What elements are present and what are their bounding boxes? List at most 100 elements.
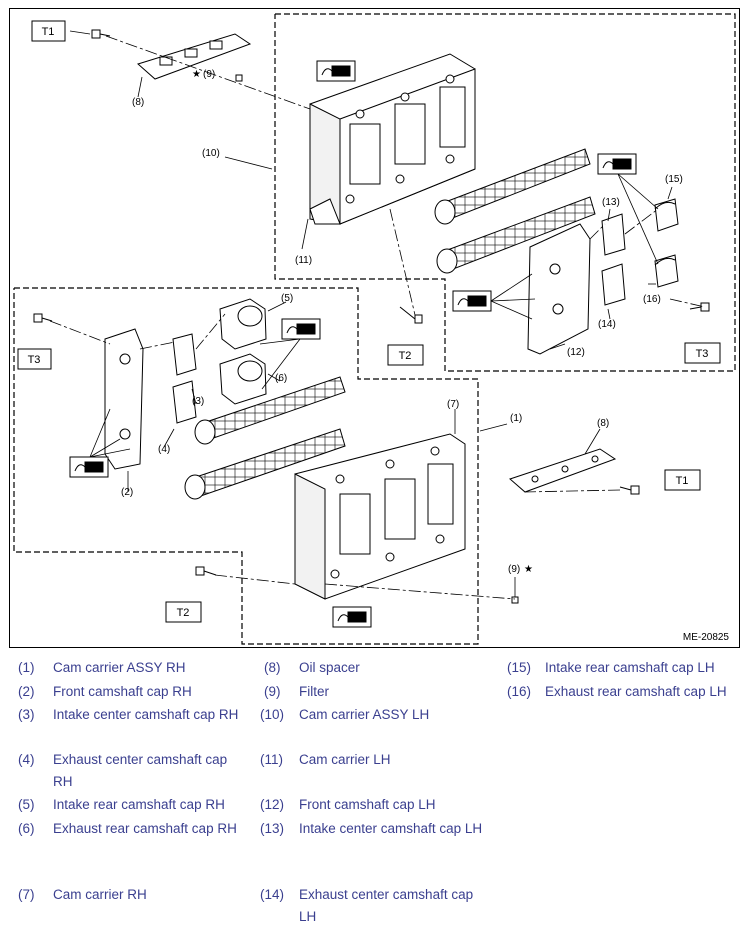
diagram-canvas: T1 T3 T2 T3 T1 T2 bbox=[13, 13, 736, 645]
legend-num: (11) bbox=[260, 752, 284, 767]
callout-7: (7) bbox=[447, 399, 459, 410]
legend-item: (16) Exhaust rear camshaft cap LH bbox=[507, 681, 747, 703]
grease-icon bbox=[69, 456, 109, 478]
tag-t2-bottom-label: T2 bbox=[177, 607, 190, 619]
callout-6: (6) bbox=[275, 373, 287, 384]
legend-item: (3) Intake center camshaft cap RH bbox=[18, 704, 243, 726]
legend-num: (12) bbox=[260, 797, 285, 812]
leader-lines bbox=[69, 30, 673, 597]
legend-text: Front camshaft cap LH bbox=[299, 797, 436, 812]
legend-text: Intake rear camshaft cap RH bbox=[53, 797, 225, 812]
legend-item: (4) Exhaust center camshaft cap RH bbox=[18, 749, 250, 793]
camshafts-lh bbox=[434, 148, 596, 274]
callout-12: (12) bbox=[567, 347, 585, 358]
tag-t3-right: T3 bbox=[684, 342, 721, 364]
star-9-rh: ★ bbox=[524, 564, 533, 575]
tag-t2-bottom: T2 bbox=[165, 601, 202, 623]
grease-icon bbox=[281, 318, 321, 340]
legend-num: (5) bbox=[18, 797, 35, 812]
legend-num: (16) bbox=[507, 684, 532, 699]
legend-text: Exhaust rear camshaft cap LH bbox=[545, 684, 727, 699]
legend-item: (5) Intake rear camshaft cap RH bbox=[18, 794, 258, 816]
callout-2: (2) bbox=[121, 487, 133, 498]
callout-9-rh: (9) bbox=[508, 564, 520, 575]
legend-text: Filter bbox=[299, 684, 329, 699]
tag-t3-left: T3 bbox=[17, 348, 52, 370]
callout-8-top: (8) bbox=[132, 97, 144, 108]
legend-item: (12) Front camshaft cap LH bbox=[260, 794, 500, 816]
callout-1: (1) bbox=[510, 413, 522, 424]
tag-t1-top-label: T1 bbox=[42, 26, 55, 38]
legend-item: (8) Oil spacer bbox=[264, 657, 504, 679]
tag-t1-right: T1 bbox=[664, 469, 701, 491]
legend-text: Intake center camshaft cap RH bbox=[53, 707, 239, 722]
legend-num: (10) bbox=[260, 707, 285, 722]
center-caps-lh bbox=[601, 213, 626, 306]
legend-text: Oil spacer bbox=[299, 660, 360, 675]
grease-arrows bbox=[89, 173, 659, 458]
tag-t3-left-label: T3 bbox=[28, 354, 41, 366]
callout-14: (14) bbox=[598, 319, 616, 330]
callout-9-top: (9) bbox=[203, 69, 215, 80]
tag-t2-mid: T2 bbox=[387, 344, 424, 366]
callout-15: (15) bbox=[665, 174, 683, 185]
callout-4: (4) bbox=[158, 444, 170, 455]
front-cap-rh bbox=[104, 328, 144, 470]
center-caps-rh bbox=[172, 333, 197, 424]
legend-num: (4) bbox=[18, 752, 35, 767]
legend-num: (15) bbox=[507, 660, 532, 675]
legend-num: (2) bbox=[18, 684, 35, 699]
legend-item: (14) Exhaust center camshaft cap LH bbox=[260, 884, 492, 928]
cam-carrier-rh bbox=[294, 433, 466, 600]
tag-t1-right-label: T1 bbox=[676, 475, 689, 487]
callout-16: (16) bbox=[643, 294, 661, 305]
legend-num: (9) bbox=[264, 684, 281, 699]
tag-t1-top: T1 bbox=[31, 20, 66, 42]
grease-icon bbox=[597, 153, 637, 175]
legend-item: (10) Cam carrier ASSY LH bbox=[260, 704, 500, 726]
callout-8-rh: (8) bbox=[597, 418, 609, 429]
grease-icon bbox=[452, 290, 492, 312]
legend-item: (13) Intake center camshaft cap LH bbox=[260, 818, 505, 840]
lh-assembly-outline bbox=[274, 13, 736, 372]
callout-10: (10) bbox=[202, 148, 220, 159]
guide-lines bbox=[49, 35, 706, 600]
legend-num: (7) bbox=[18, 887, 35, 902]
legend-text: Cam carrier ASSY RH bbox=[53, 660, 186, 675]
legend-num: (6) bbox=[18, 821, 35, 836]
legend-text: Intake center camshaft cap LH bbox=[299, 821, 483, 836]
legend-item: (7) Cam carrier RH bbox=[18, 884, 258, 906]
grease-icon bbox=[316, 60, 356, 82]
legend-item: (9) Filter bbox=[264, 681, 504, 703]
legend-text: Cam carrier LH bbox=[299, 752, 391, 767]
callout-3: (3) bbox=[192, 396, 204, 407]
legend-num: (8) bbox=[264, 660, 281, 675]
legend-item: (6) Exhaust rear camshaft cap RH bbox=[18, 818, 263, 840]
legend-num: (14) bbox=[260, 887, 285, 902]
legend-text: Intake rear camshaft cap LH bbox=[545, 660, 715, 675]
camshafts-rh bbox=[184, 376, 346, 500]
legend-item: (11) Cam carrier LH bbox=[260, 749, 500, 771]
legend-item: (1) Cam carrier ASSY RH bbox=[18, 657, 258, 679]
legend-item: (15) Intake rear camshaft cap LH bbox=[507, 657, 747, 679]
callout-11: (11) bbox=[295, 255, 312, 266]
parts-legend: (1) Cam carrier ASSY RH (2) Front camsha… bbox=[0, 652, 749, 931]
legend-text: Front camshaft cap RH bbox=[53, 684, 192, 699]
callout-13: (13) bbox=[602, 197, 620, 208]
legend-text: Exhaust rear camshaft cap RH bbox=[53, 821, 237, 836]
grease-icon bbox=[332, 606, 372, 628]
figure-code: ME-20825 bbox=[682, 632, 729, 643]
tag-t2-mid-label: T2 bbox=[399, 350, 412, 362]
legend-num: (13) bbox=[260, 821, 285, 836]
legend-num: (3) bbox=[18, 707, 35, 722]
bolts bbox=[33, 29, 710, 604]
star-9-top: ★ bbox=[192, 69, 201, 80]
callout-5: (5) bbox=[281, 293, 293, 304]
rh-assembly-outline bbox=[13, 287, 479, 645]
legend-item: (2) Front camshaft cap RH bbox=[18, 681, 258, 703]
rear-caps-rh bbox=[219, 298, 267, 405]
oil-spacer-top bbox=[137, 33, 252, 80]
tag-t3-right-label: T3 bbox=[696, 348, 709, 360]
cam-carrier-lh bbox=[309, 53, 476, 225]
legend-num: (1) bbox=[18, 660, 35, 675]
